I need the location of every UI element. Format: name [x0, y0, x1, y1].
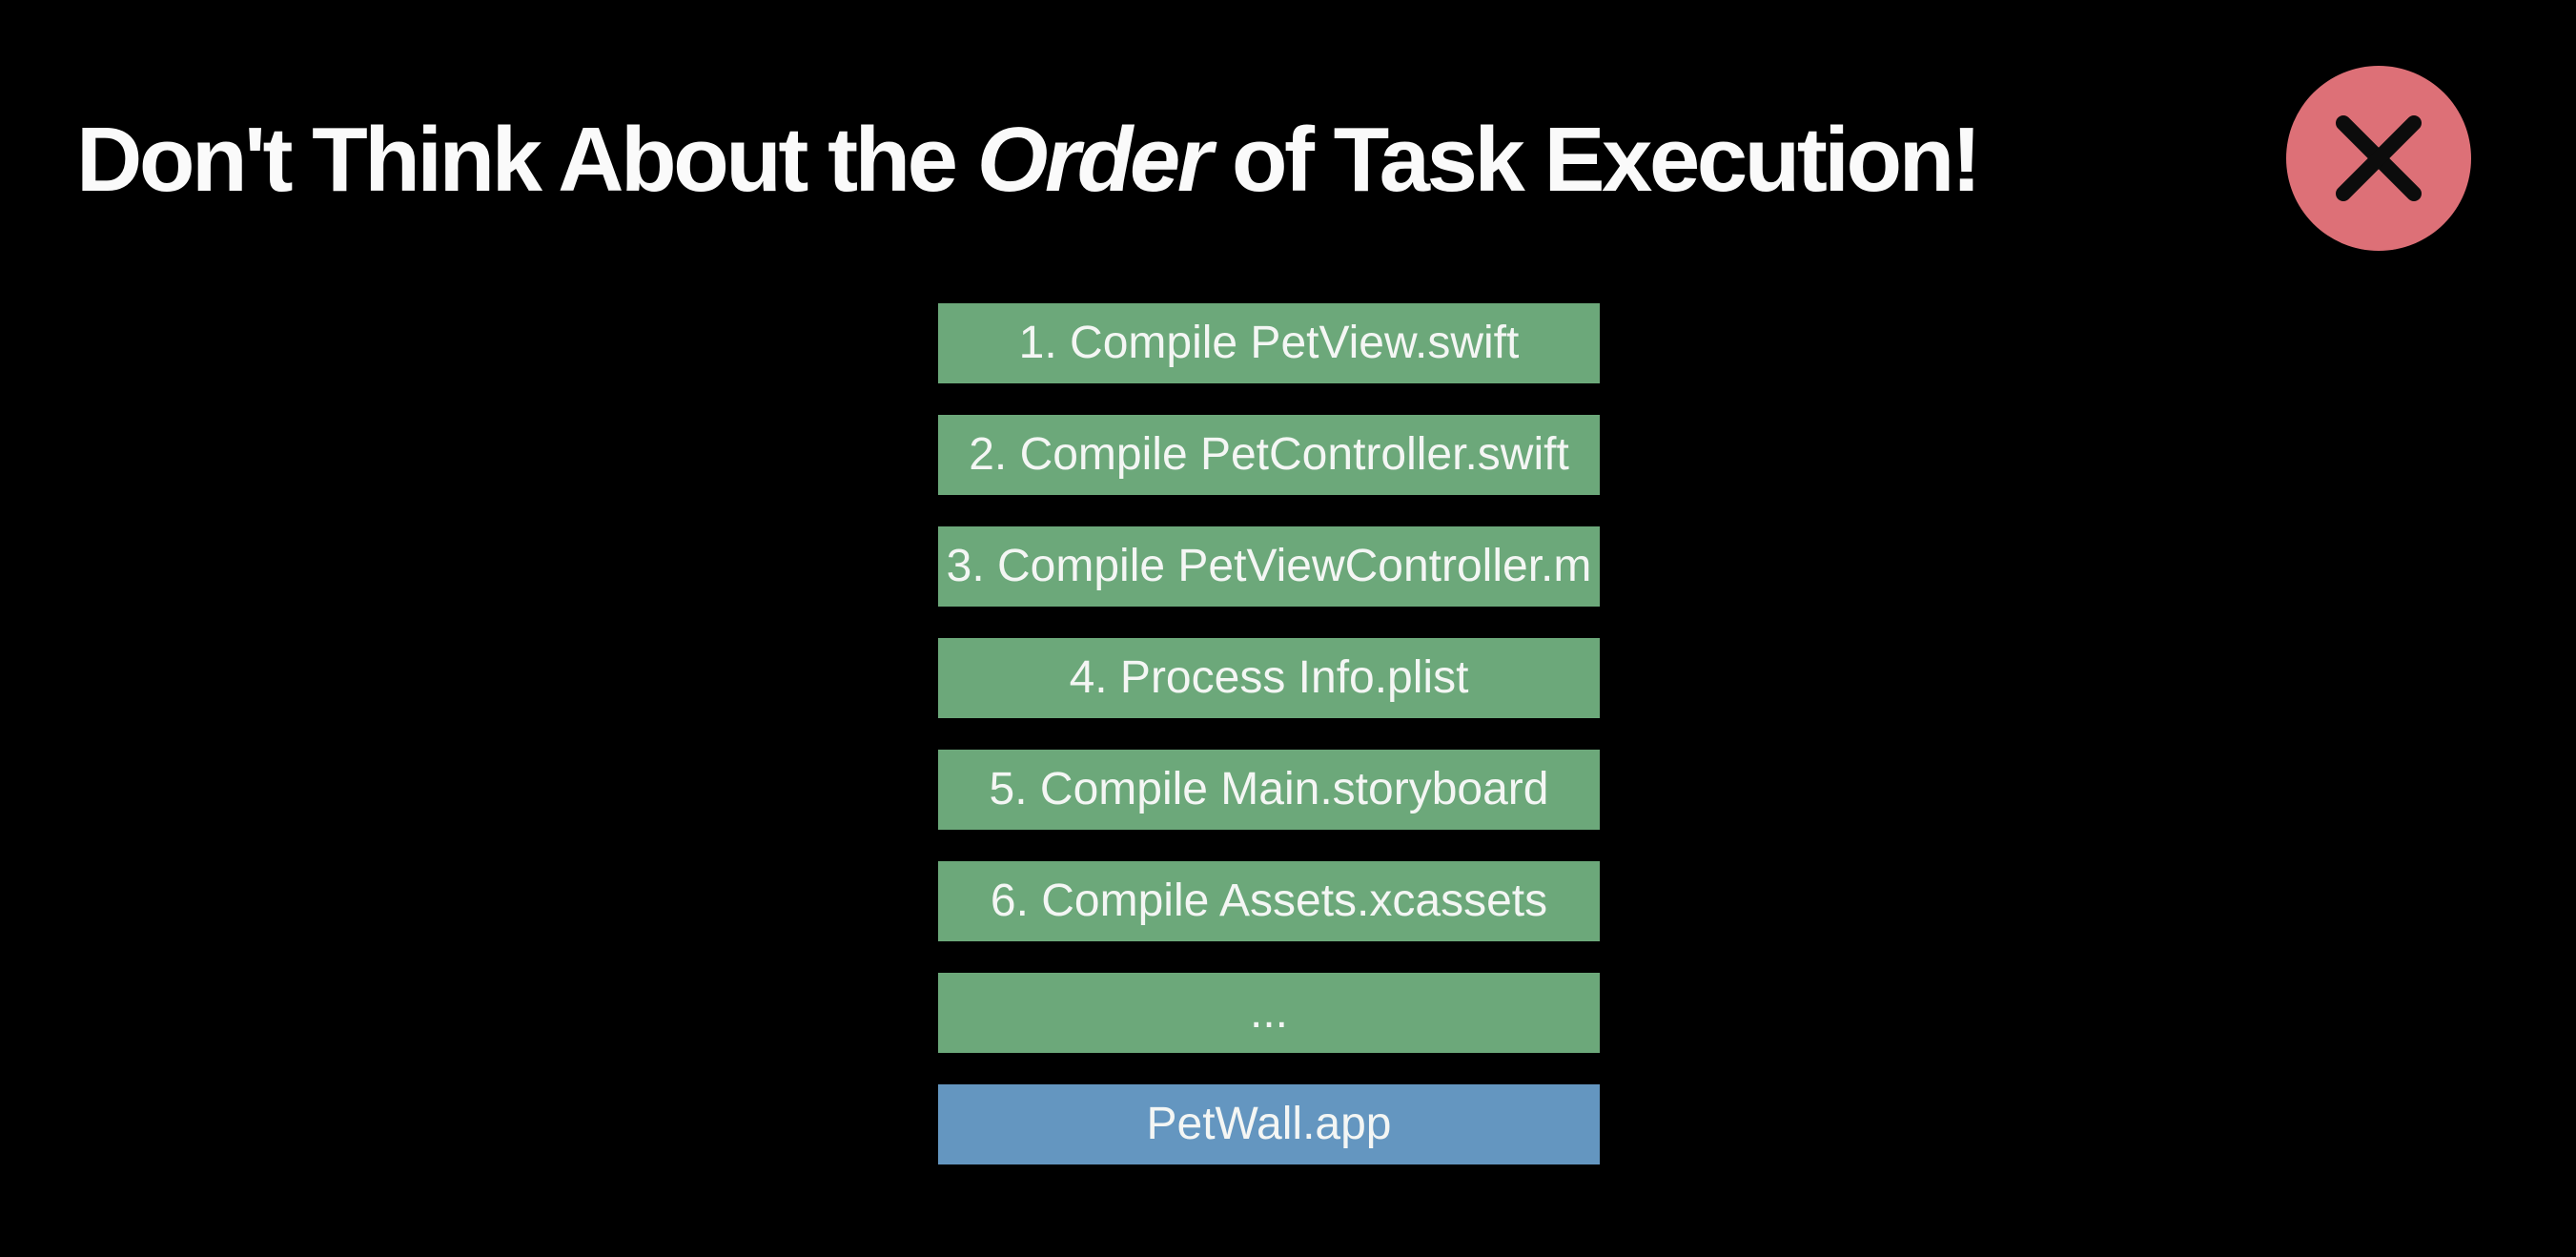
task-box-label: 1. Compile PetView.swift: [1018, 318, 1520, 368]
task-box-1: 1. Compile PetView.swift: [938, 303, 1600, 383]
task-box-label: ...: [1249, 987, 1288, 1038]
task-box-4: 4. Process Info.plist: [938, 638, 1600, 718]
x-icon: [2336, 115, 2422, 201]
task-box-label: 5. Compile Main.storyboard: [989, 764, 1549, 814]
page-title: Don't Think About the Order of Task Exec…: [76, 114, 1982, 206]
title-prefix: Don't Think About the: [76, 109, 977, 212]
task-box-2: 2. Compile PetController.swift: [938, 415, 1600, 495]
task-box-3: 3. Compile PetViewController.m: [938, 526, 1600, 607]
task-stack: 1. Compile PetView.swift 2. Compile PetC…: [938, 303, 1600, 1164]
task-box-5: 5. Compile Main.storyboard: [938, 750, 1600, 830]
task-box-label: 3. Compile PetViewController.m: [946, 541, 1592, 591]
task-box-label: 6. Compile Assets.xcassets: [990, 876, 1548, 926]
task-box-6: 6. Compile Assets.xcassets: [938, 861, 1600, 941]
task-box-ellipsis: ...: [938, 973, 1600, 1053]
task-box-label: 2. Compile PetController.swift: [969, 429, 1569, 480]
title-suffix: of Task Execution!: [1209, 109, 1982, 212]
output-box-label: PetWall.app: [1146, 1099, 1392, 1149]
output-box: PetWall.app: [938, 1084, 1600, 1164]
task-box-label: 4. Process Info.plist: [1069, 652, 1469, 703]
close-button[interactable]: [2286, 66, 2471, 251]
title-emphasis: Order: [976, 109, 1213, 212]
